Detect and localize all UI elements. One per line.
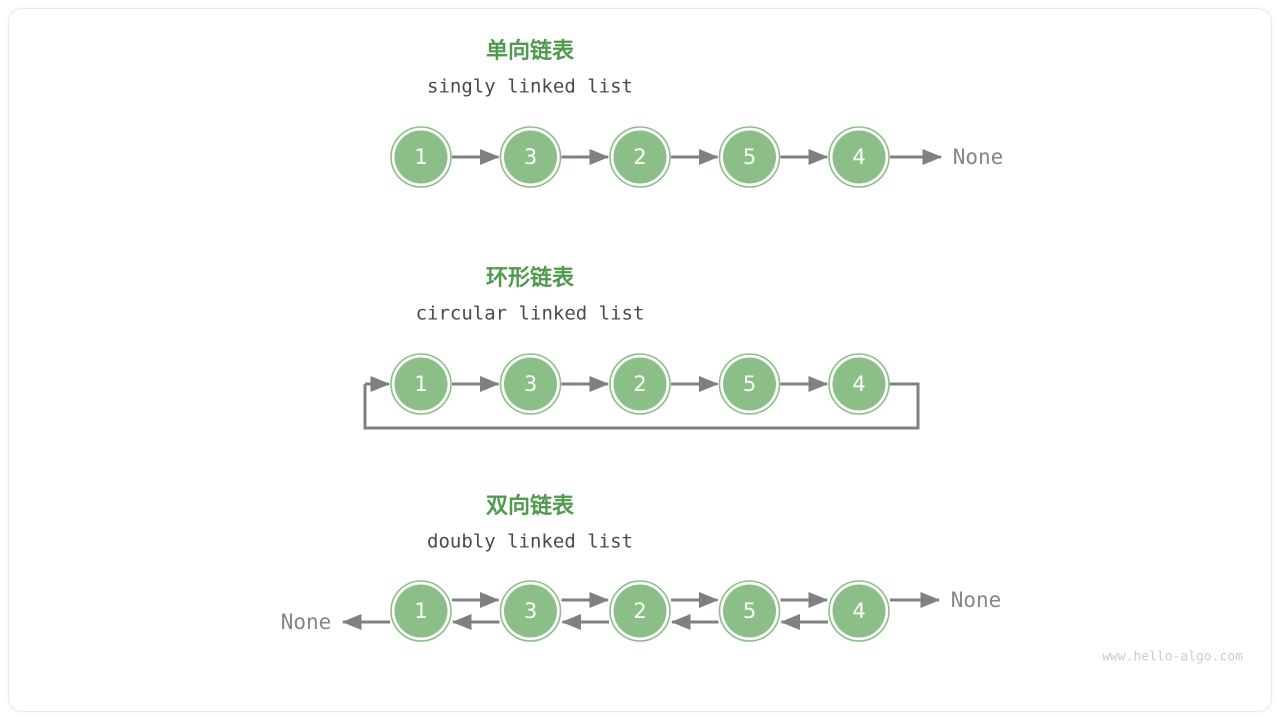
section-title-cn: 双向链表 (486, 493, 575, 519)
node-disc (613, 130, 667, 184)
node-disc (394, 357, 448, 411)
node-disc (613, 357, 667, 411)
list-node[interactable]: 1 (390, 580, 452, 642)
node-disc (504, 584, 557, 638)
list-node[interactable]: 3 (499, 126, 562, 188)
node-value: 3 (524, 145, 537, 169)
list-node[interactable]: 1 (390, 353, 452, 415)
list-node[interactable]: 5 (718, 126, 781, 188)
section-title-en: singly linked list (427, 76, 633, 98)
section-title-en: doubly linked list (427, 531, 633, 553)
tail-none-label: None (953, 145, 1004, 169)
list-node[interactable]: 3 (499, 580, 562, 642)
section-title-cn: 单向链表 (486, 38, 575, 64)
tail-none-label: None (951, 588, 1002, 612)
node-disc (394, 584, 448, 638)
node-value: 4 (852, 372, 865, 396)
section-title-cn: 环形链表 (486, 265, 575, 291)
watermark: www.hello-algo.com (1102, 650, 1243, 665)
node-value: 4 (852, 599, 865, 623)
section-circular: 环形链表 circular linked list 1 3 2 5 4 (363, 265, 920, 430)
list-node[interactable]: 2 (609, 126, 671, 188)
node-value: 1 (414, 599, 427, 623)
list-node[interactable]: 1 (390, 126, 452, 188)
node-disc (723, 584, 776, 638)
node-value: 4 (852, 145, 865, 169)
node-value: 5 (743, 372, 756, 396)
node-value: 3 (524, 372, 537, 396)
list-node[interactable]: 4 (828, 353, 890, 415)
list-node[interactable]: 3 (499, 353, 562, 415)
node-value: 2 (633, 145, 646, 169)
node-disc (832, 584, 886, 638)
list-node[interactable]: 5 (718, 580, 781, 642)
node-disc (832, 357, 886, 411)
node-value: 5 (743, 599, 756, 623)
list-node[interactable]: 2 (609, 353, 671, 415)
node-disc (504, 130, 557, 184)
head-none-label: None (281, 610, 332, 634)
node-disc (613, 584, 667, 638)
node-value: 1 (414, 372, 427, 396)
node-disc (832, 130, 886, 184)
node-disc (723, 357, 776, 411)
list-node[interactable]: 5 (718, 353, 781, 415)
list-node[interactable]: 4 (828, 580, 890, 642)
node-value: 3 (524, 599, 537, 623)
node-value: 2 (633, 372, 646, 396)
node-value: 5 (743, 145, 756, 169)
loop-back-path (363, 382, 920, 430)
section-title-en: circular linked list (416, 303, 645, 325)
node-disc (504, 357, 557, 411)
list-node[interactable]: 2 (609, 580, 671, 642)
list-node[interactable]: 4 (828, 126, 890, 188)
node-disc (723, 130, 776, 184)
node-disc (394, 130, 448, 184)
node-value: 1 (414, 145, 427, 169)
node-value: 2 (633, 599, 646, 623)
